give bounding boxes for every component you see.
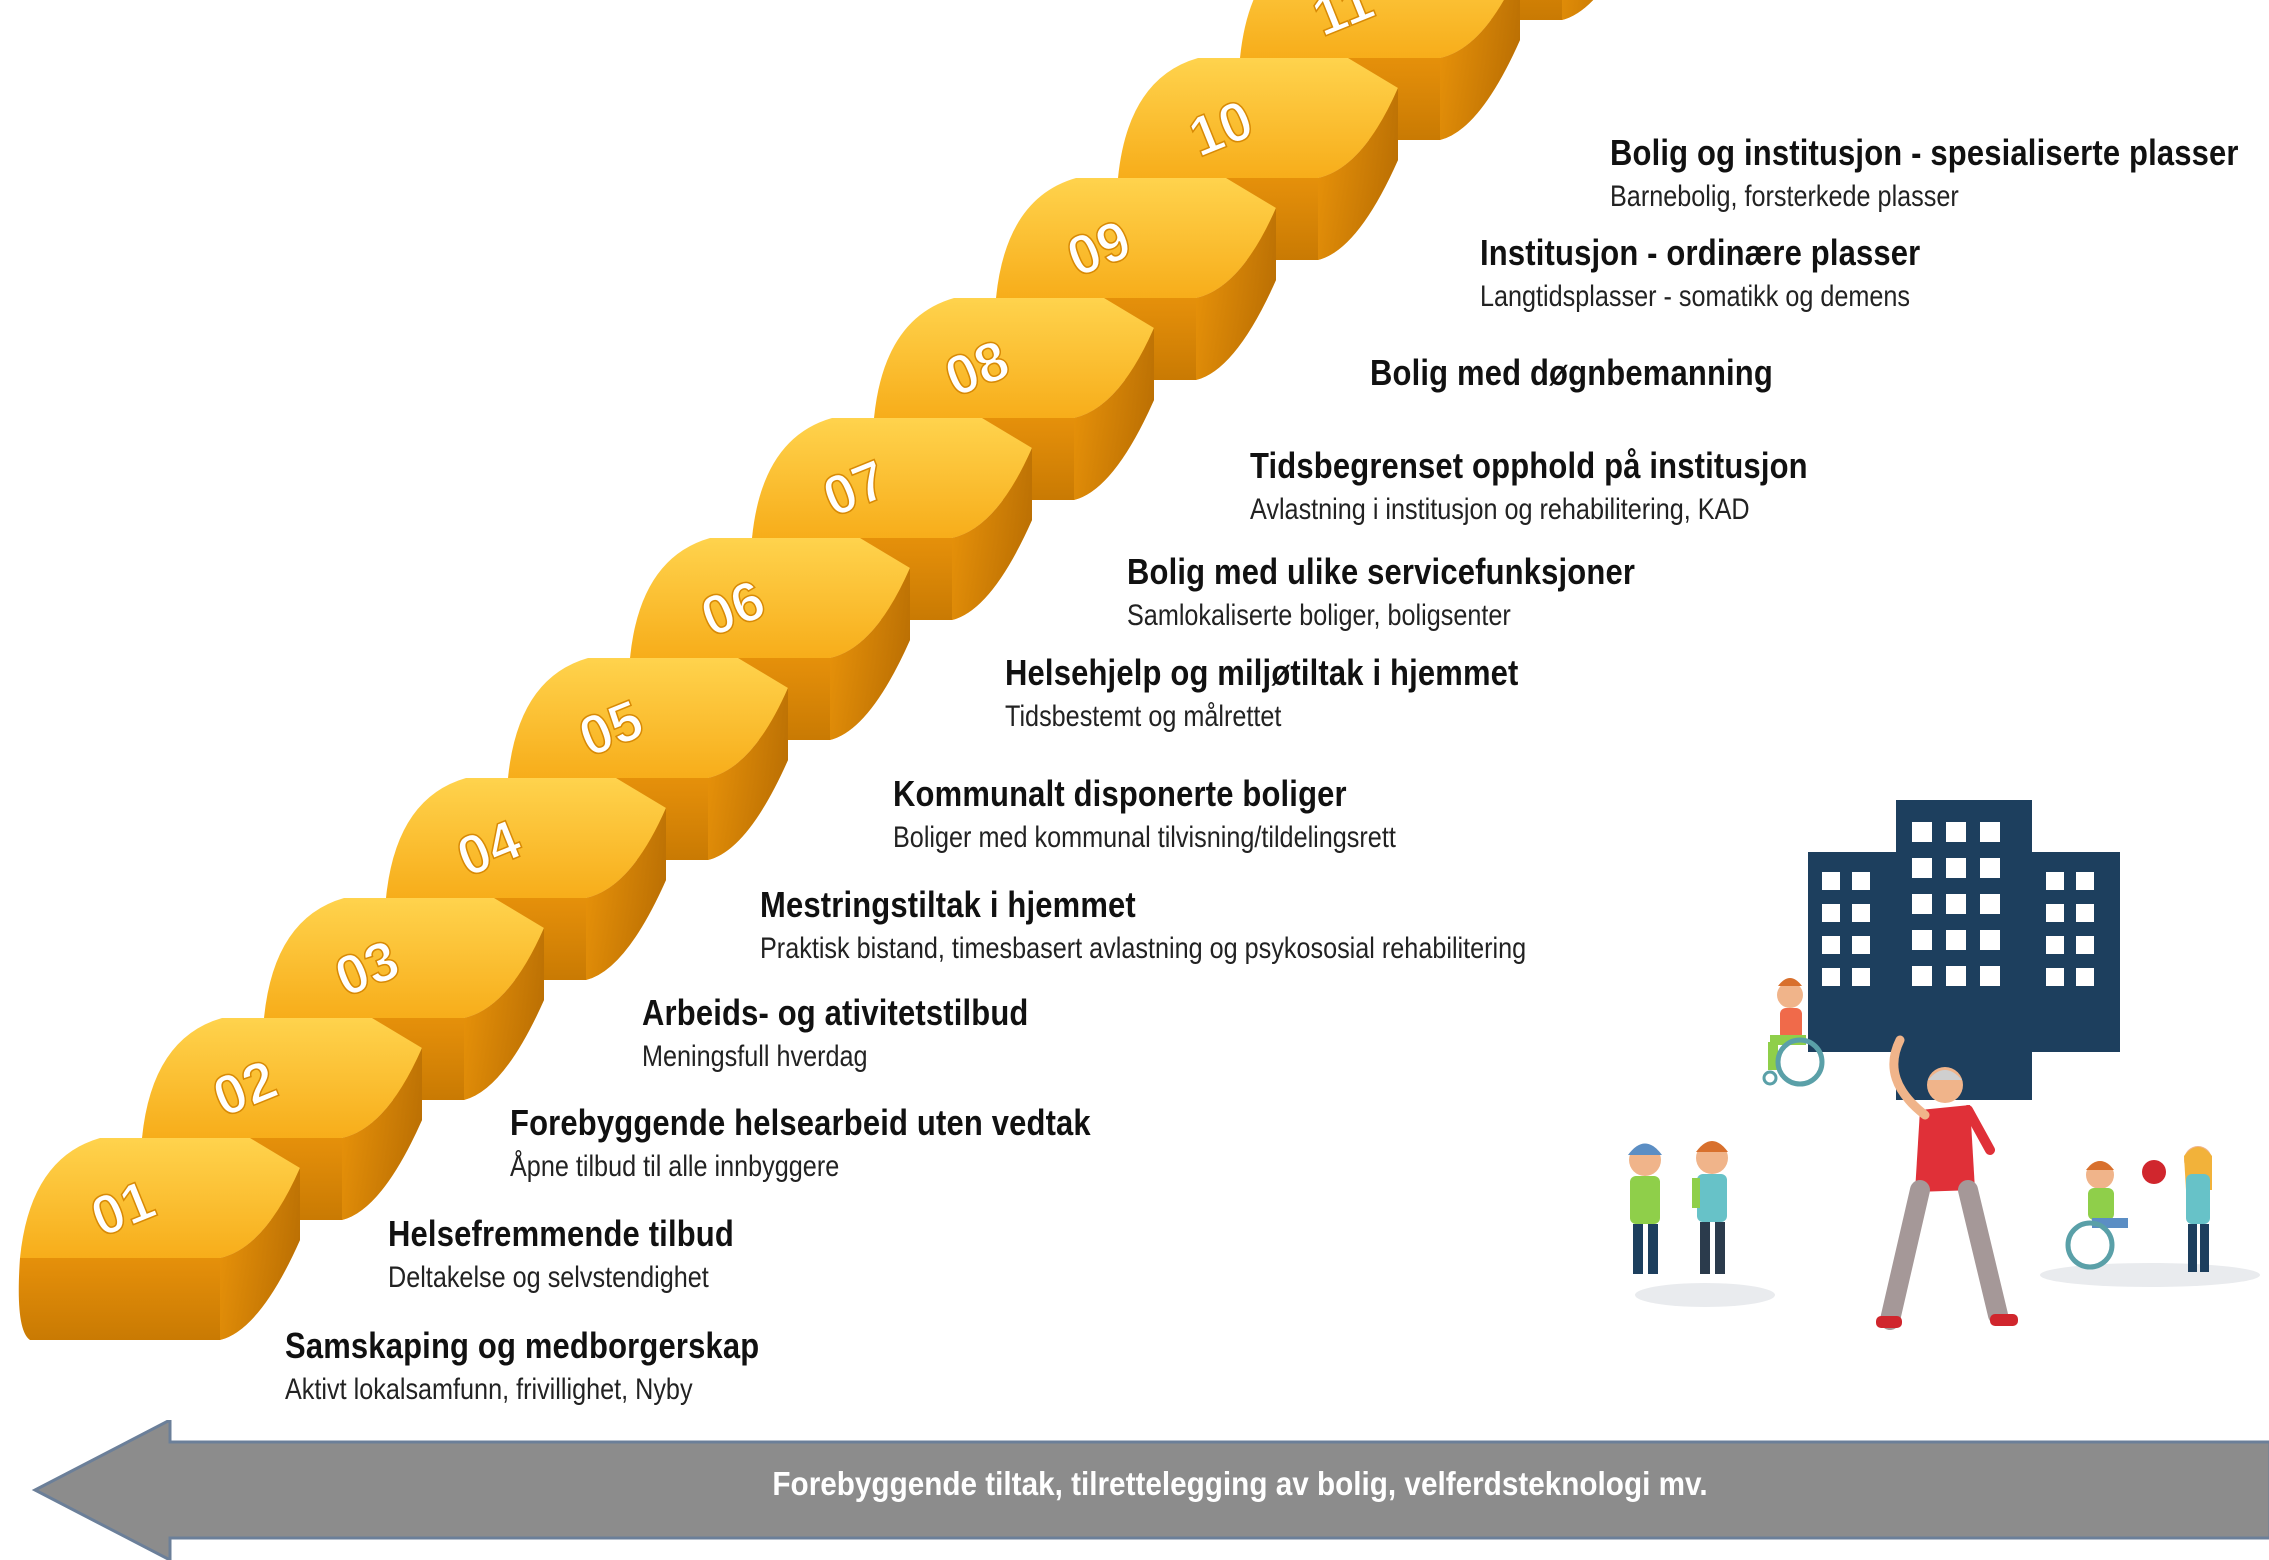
step-04: 04 bbox=[384, 778, 666, 980]
step-title: Bolig med ulike servicefunksjoner bbox=[1127, 551, 1636, 592]
step-title: Kommunalt disponerte boliger bbox=[893, 773, 1347, 814]
arrow-label: Forebyggende tiltak, tilrettelegging av … bbox=[772, 1465, 1708, 1502]
step-subtitle: Samlokaliserte boliger, boligsenter bbox=[1127, 599, 1511, 632]
step-subtitle: Langtidsplasser - somatikk og demens bbox=[1480, 280, 1911, 313]
wheelchair-user-icon bbox=[1762, 978, 1825, 1087]
step-subtitle: Deltakelse og selvstendighet bbox=[388, 1261, 709, 1294]
step-subtitle: Praktisk bistand, timesbasert avlastning… bbox=[760, 932, 1527, 965]
step-subtitle: Åpne tilbud til alle innbyggere bbox=[510, 1150, 840, 1183]
step-title: Institusjon - ordinære plasser bbox=[1480, 232, 1921, 273]
step-text-12: Bolig og institusjon - spesialiserte pla… bbox=[1610, 132, 2269, 214]
step-title: Bolig med døgnbemanning bbox=[1370, 352, 1773, 393]
basketball-players-icon bbox=[2040, 1146, 2260, 1287]
step-subtitle: Barnebolig, forsterkede plasser bbox=[1610, 180, 1959, 213]
step-01: 01 bbox=[18, 1138, 300, 1340]
step-title: Tidsbegrenset opphold på institusjon bbox=[1250, 445, 1808, 486]
preventive-measures-arrow bbox=[31, 1420, 2269, 1560]
step-title: Bolig og institusjon - spesialiserte pla… bbox=[1610, 132, 2239, 173]
step-07: 07 bbox=[750, 418, 1032, 620]
step-title: Forebyggende helsearbeid uten vedtak bbox=[510, 1102, 1091, 1143]
step-subtitle: Aktivt lokalsamfunn, frivillighet, Nyby bbox=[285, 1373, 693, 1406]
step-title: Arbeids- og ativitetstilbud bbox=[642, 992, 1029, 1033]
step-text-10: Bolig med døgnbemanning bbox=[1370, 352, 1839, 394]
step-title: Mestringstiltak i hjemmet bbox=[760, 884, 1136, 925]
step-subtitle: Tidsbestemt og målrettet bbox=[1005, 700, 1282, 733]
step-subtitle: Boliger med kommunal tilvisning/tildelin… bbox=[893, 821, 1396, 854]
step-subtitle: Meningsfull hverdag bbox=[642, 1040, 868, 1073]
step-subtitle: Avlastning i institusjon og rehabiliteri… bbox=[1250, 493, 1750, 526]
step-title: Samskaping og medborgerskap bbox=[285, 1325, 760, 1366]
building-with-people-icon bbox=[1628, 800, 2260, 1330]
step-title: Helsehjelp og miljøtiltak i hjemmet bbox=[1005, 652, 1519, 693]
elderly-exercising-icon bbox=[1876, 1035, 2018, 1330]
children-icon bbox=[1628, 1141, 1775, 1307]
step-title: Helsefremmende tilbud bbox=[388, 1213, 734, 1254]
